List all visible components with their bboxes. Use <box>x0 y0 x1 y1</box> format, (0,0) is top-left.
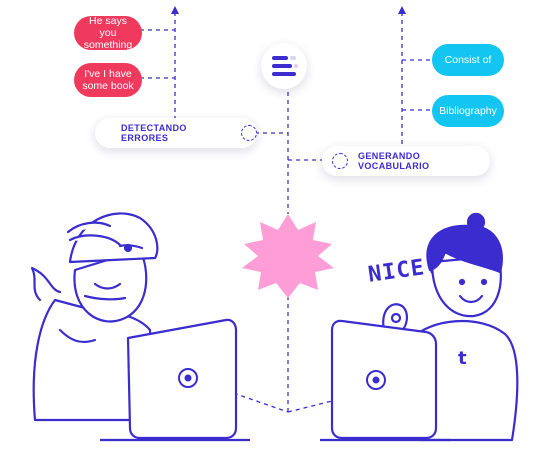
generating-vocab-pill: GENERANDO VOCABULARIO <box>322 146 490 176</box>
says-something-text: He says you something <box>83 15 133 51</box>
starburst-icon <box>242 214 334 298</box>
menu-bar <box>272 72 296 76</box>
menu-bar <box>294 64 298 68</box>
arrow-up-icon <box>171 6 179 14</box>
menu-bar <box>272 64 292 68</box>
detecting-errors-pill: DETECTANDO ERRORES <box>95 118 257 148</box>
bibliography-text: Bibliography <box>439 105 497 117</box>
menu-bar <box>290 56 296 60</box>
arrow-heads <box>171 6 406 14</box>
menu-lines-icon <box>261 43 307 89</box>
shirt-logo: t <box>458 348 467 369</box>
left-person <box>30 212 159 422</box>
laptop-icon <box>320 319 450 442</box>
menu-bar <box>272 56 288 60</box>
have-book-text: I've I have some book <box>82 68 134 92</box>
arrow-up-icon <box>398 6 406 14</box>
have-book-bubble: I've I have some book <box>74 63 142 97</box>
loading-spinner-icon <box>241 125 257 141</box>
consist-of-bubble: Consist of <box>432 44 504 76</box>
loading-spinner-icon <box>332 153 348 169</box>
says-something-bubble: He says you something <box>74 15 142 51</box>
generating-vocab-label: GENERANDO VOCABULARIO <box>358 151 430 171</box>
detecting-errors-label: DETECTANDO ERRORES <box>121 123 187 143</box>
bibliography-bubble: Bibliography <box>432 95 504 127</box>
consist-of-text: Consist of <box>444 54 492 66</box>
laptop-icon <box>100 318 250 442</box>
